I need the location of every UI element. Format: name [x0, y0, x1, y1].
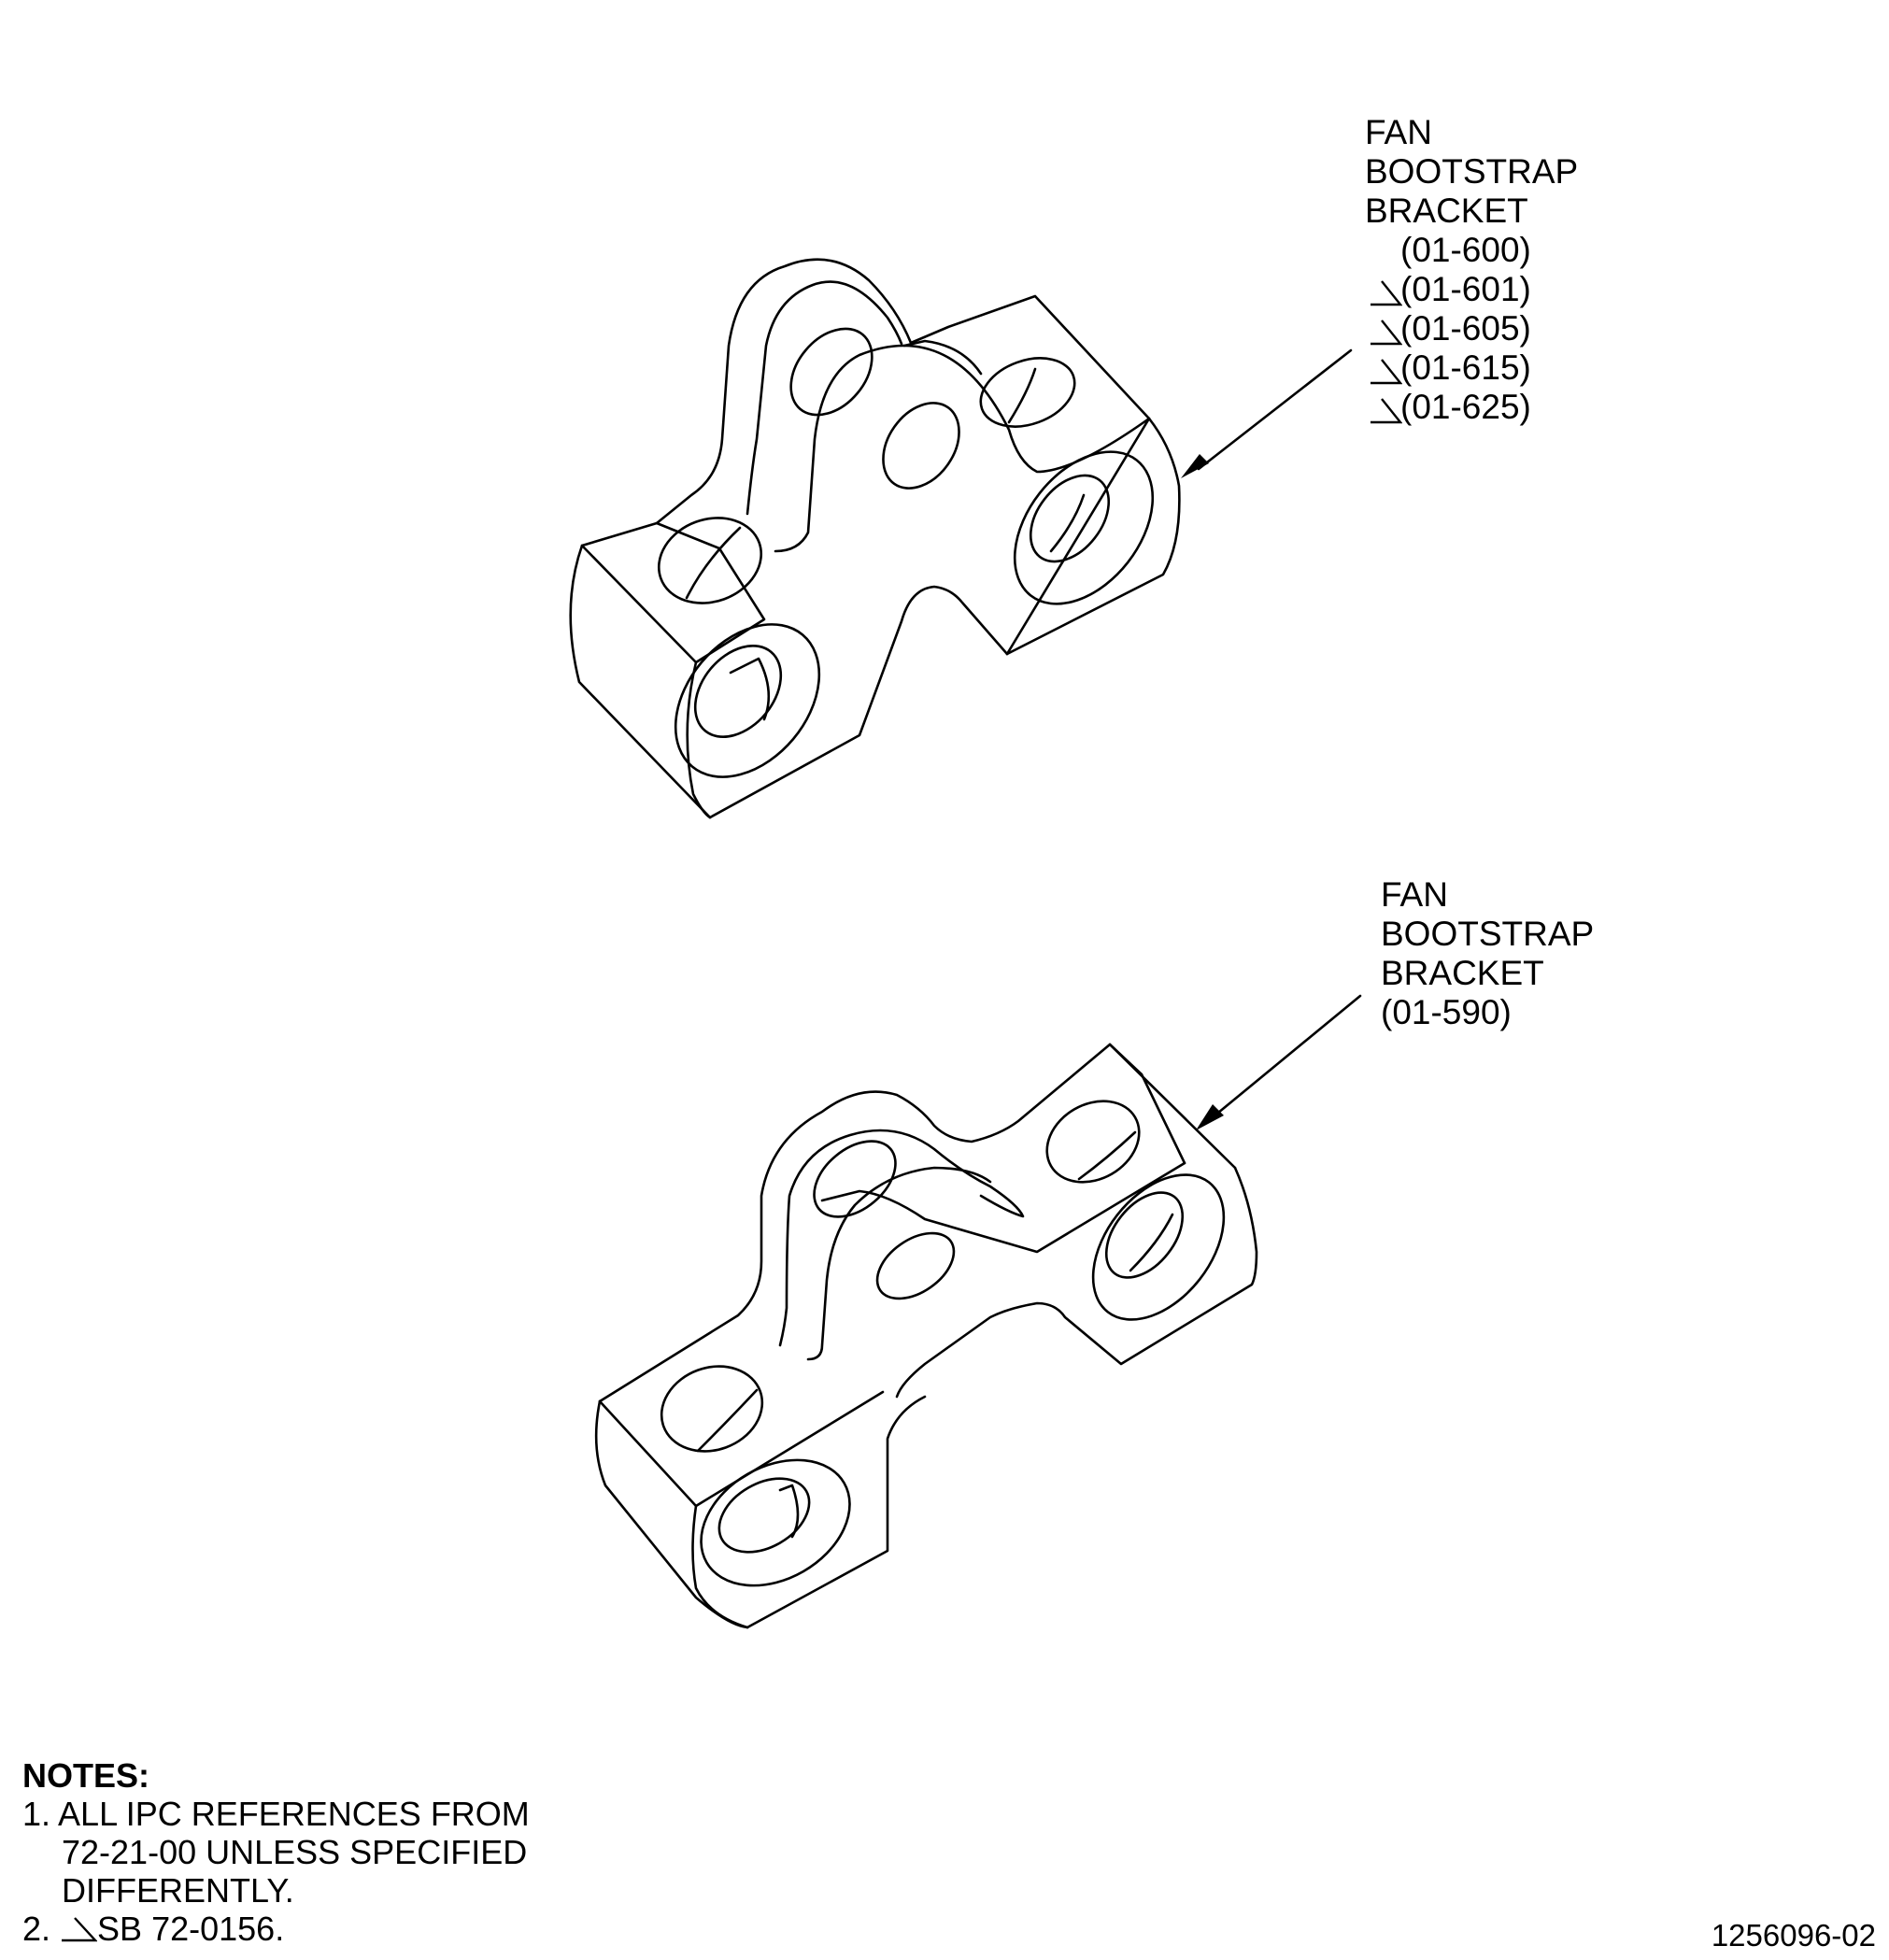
callout-label-line: BOOTSTRAP [1381, 915, 1595, 953]
callout-label-line: BRACKET [1381, 954, 1544, 992]
notes-block: NOTES: 1. ALL IPC REFERENCES FROM 72-21-… [22, 1756, 530, 1948]
callout-ref: (01-600) [1365, 231, 1578, 270]
callout-lower-bracket: FAN BOOTSTRAP BRACKET (01-590) [1381, 875, 1594, 1032]
callout-label-line: (01-590) [1381, 993, 1512, 1031]
callout-ref-text: (01-601) [1400, 270, 1531, 308]
callout-ref: (01-605) [1365, 309, 1578, 348]
drawing-number: 1256096-02 [1711, 1918, 1876, 1953]
callout-label-line: FAN [1365, 113, 1432, 151]
bracket-lower [594, 1043, 1258, 1629]
bracket-upper [569, 258, 1181, 819]
callout-ref: (01-625) [1365, 388, 1578, 427]
revision-flag-icon [62, 1917, 98, 1942]
leader-line-lower [1211, 994, 1362, 1119]
notes-title: NOTES: [22, 1756, 150, 1795]
callout-ref: (01-615) [1365, 348, 1578, 388]
revision-flag-icon [1371, 398, 1402, 424]
note-1-line-2: 72-21-00 UNLESS SPECIFIED [62, 1833, 528, 1871]
note-1-line-1: 1. ALL IPC REFERENCES FROM [22, 1795, 530, 1833]
leader-line-upper [1197, 348, 1353, 471]
note-2-number: 2. [22, 1910, 51, 1948]
note-2: 2. SB 72-0156. [22, 1910, 530, 1948]
callout-upper-bracket: FAN BOOTSTRAP BRACKET (01-600) (01-601) … [1365, 113, 1578, 427]
callout-ref-text: (01-605) [1400, 309, 1531, 348]
note-1-line-3: DIFFERENTLY. [62, 1871, 294, 1910]
callout-ref: (01-601) [1365, 270, 1578, 309]
revision-flag-icon [1371, 359, 1402, 385]
callout-label-line: FAN [1381, 875, 1448, 914]
note-2-text: SB 72-0156. [97, 1910, 285, 1948]
callout-ref-text: (01-625) [1400, 388, 1531, 426]
callout-label-line: BOOTSTRAP [1365, 152, 1579, 191]
callout-ref-text: (01-600) [1400, 231, 1531, 269]
arrowhead-lower [1196, 1104, 1224, 1130]
callout-ref-text: (01-615) [1400, 348, 1531, 387]
arrowhead-upper [1181, 454, 1209, 478]
revision-flag-icon [1371, 280, 1402, 306]
callout-label-line: BRACKET [1365, 192, 1528, 230]
revision-flag-icon [1371, 320, 1402, 346]
